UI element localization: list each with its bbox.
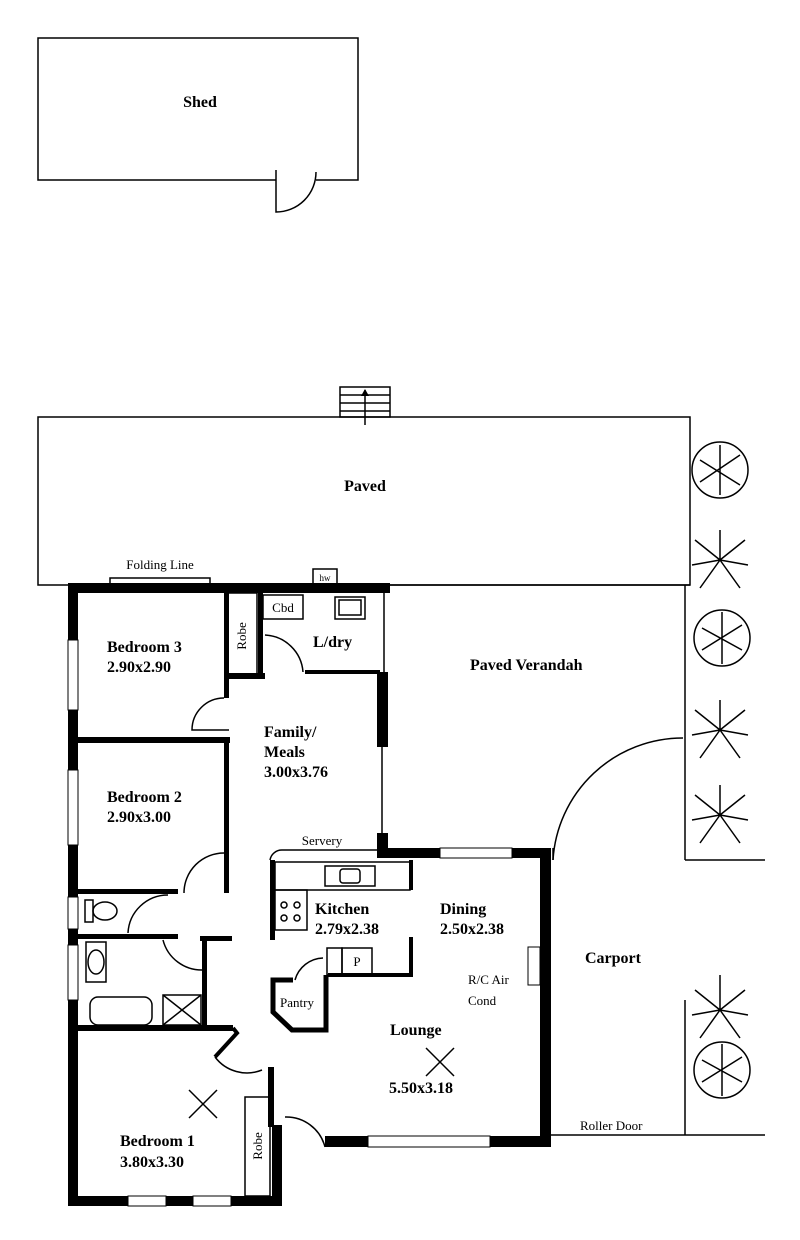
lounge-name: Lounge <box>390 1022 442 1039</box>
kitchen-size: 2.79x2.38 <box>315 921 379 938</box>
paved-label: Paved <box>344 478 386 495</box>
robe-bottom-label: Robe <box>250 1132 265 1160</box>
kitchen: P Kitchen 2.79x2.38 <box>269 849 413 977</box>
servery-label: Servery <box>302 833 343 848</box>
pantry-label: Pantry <box>280 995 314 1010</box>
steps-icon <box>339 386 391 425</box>
tree-icon <box>693 1041 751 1099</box>
pantry-p-label: P <box>353 954 360 969</box>
bedroom-1: Robe Bedroom 1 3.80x3.30 <box>120 1026 274 1197</box>
pantry: Pantry <box>270 957 329 1033</box>
aircond-line2: Cond <box>468 993 497 1008</box>
dining-size: 2.50x2.38 <box>440 921 504 938</box>
shed-label: Shed <box>183 94 217 111</box>
paved-verandah-label: Paved Verandah <box>470 657 583 674</box>
bathroom <box>78 894 233 1031</box>
dining-lounge: Dining 2.50x2.38 R/C Air Cond Lounge 5.5… <box>284 901 509 1148</box>
bedroom-1-name: Bedroom 1 <box>120 1133 195 1150</box>
bedroom-2: Bedroom 2 2.90x3.00 <box>78 743 229 894</box>
family-size: 3.00x3.76 <box>264 764 328 781</box>
bedroom-2-size: 2.90x3.00 <box>107 809 171 826</box>
meals-name: Meals <box>264 744 305 761</box>
house-walls <box>67 583 551 1207</box>
robe-label: Robe <box>234 622 249 650</box>
palm-icon <box>691 530 749 589</box>
bedroom-3-size: 2.90x2.90 <box>107 659 171 676</box>
palm-icon <box>691 975 749 1039</box>
aircond-line1: R/C Air <box>468 972 509 987</box>
lounge-size: 5.50x3.18 <box>389 1080 453 1097</box>
laundry-label: L/dry <box>313 634 352 651</box>
shed: Shed <box>37 37 359 213</box>
bedroom-3: Bedroom 3 2.90x2.90 Robe Cbd L/dry <box>78 592 380 743</box>
dining-name: Dining <box>440 901 486 918</box>
roller-door-label: Roller Door <box>580 1118 643 1133</box>
bedroom-2-name: Bedroom 2 <box>107 789 182 806</box>
ceiling-fan-icon <box>188 1089 218 1119</box>
bedroom-1-size: 3.80x3.30 <box>120 1154 184 1171</box>
palm-icon <box>691 785 749 844</box>
tree-icon <box>691 441 749 499</box>
verandah-carport: Paved Verandah Carport Roller Door <box>390 584 765 1136</box>
tree-icon <box>693 609 751 667</box>
cupboard-label: Cbd <box>272 600 294 615</box>
bedroom-3-name: Bedroom 3 <box>107 639 182 656</box>
paved-area: Paved Folding Line hw <box>37 416 691 586</box>
family-meals: Family/ Meals 3.00x3.76 Servery <box>264 724 343 848</box>
folding-line-label: Folding Line <box>126 557 194 572</box>
hot-water-label: hw <box>320 573 332 583</box>
family-name: Family/ <box>264 724 317 741</box>
kitchen-name: Kitchen <box>315 901 369 918</box>
carport-label: Carport <box>585 950 642 967</box>
palm-icon <box>691 700 749 759</box>
ceiling-fan-icon <box>425 1047 455 1077</box>
